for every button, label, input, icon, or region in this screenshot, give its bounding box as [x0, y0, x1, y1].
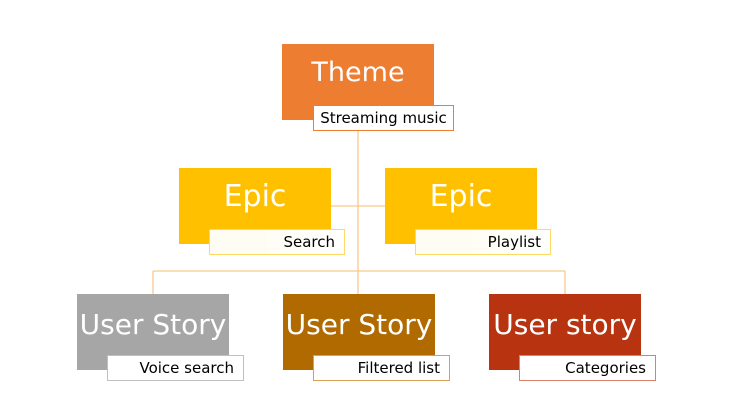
epic-node-playlist: Epic — [385, 168, 537, 244]
epic-label-playlist: Playlist — [415, 229, 551, 255]
story-label-voice-search: Voice search — [107, 355, 244, 381]
epic-title: Epic — [223, 178, 287, 214]
story-title: User story — [493, 307, 637, 341]
story-title: User Story — [285, 307, 433, 341]
theme-label: Streaming music — [313, 105, 454, 131]
epic-title: Epic — [429, 178, 493, 214]
theme-title: Theme — [311, 56, 405, 88]
story-title: User Story — [79, 307, 227, 341]
epic-label-search: Search — [209, 229, 345, 255]
story-label-filtered-list: Filtered list — [313, 355, 450, 381]
story-label-categories: Categories — [519, 355, 656, 381]
